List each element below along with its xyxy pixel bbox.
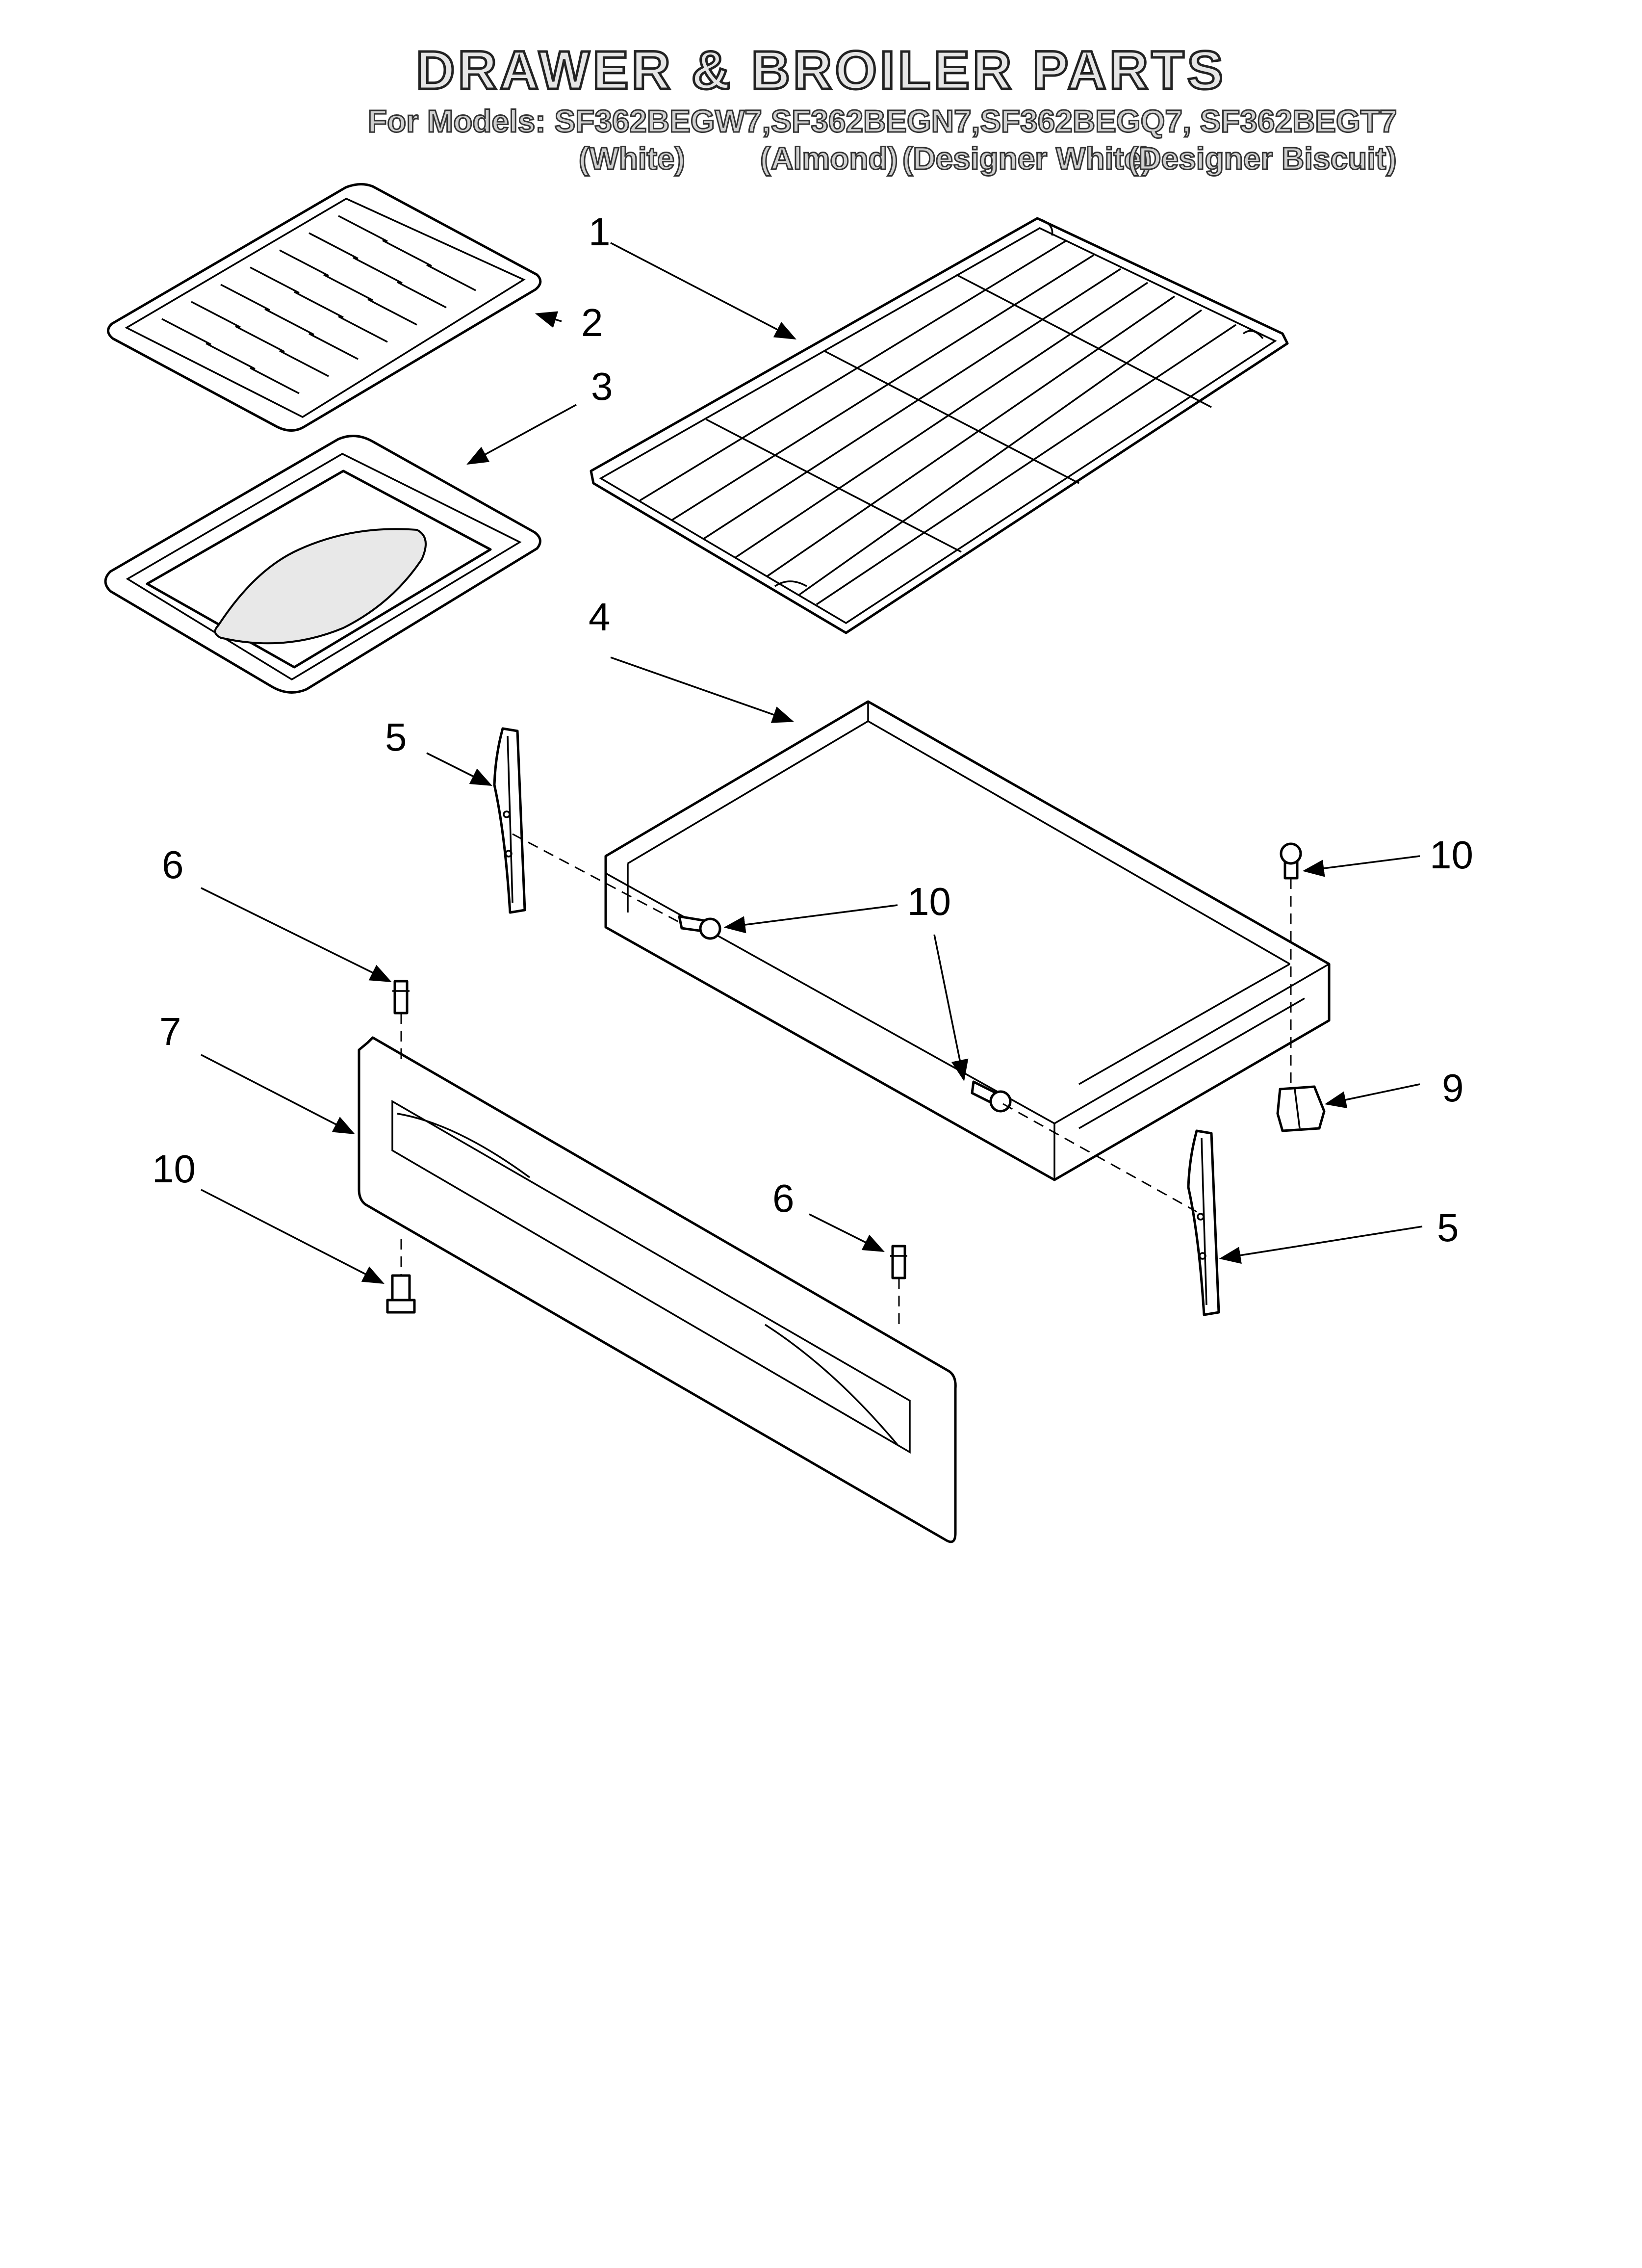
drawer-clip: [1276, 1085, 1326, 1132]
drawer-slide-right: [1187, 1129, 1220, 1316]
callout-2: 2: [581, 301, 603, 344]
page-title: DRAWER & BROILER PARTS: [415, 39, 1226, 102]
callout-3: 3: [591, 365, 613, 408]
color-label-designer-white: (Designer White): [901, 140, 1152, 177]
color-label-white: (White): [578, 140, 686, 177]
drawer-slide-left: [493, 727, 526, 914]
callout-10-right: 10: [1430, 833, 1473, 877]
screw-panel-bottom: [386, 1274, 416, 1314]
broiler-pan: [104, 435, 541, 694]
drawer-front-panel: [358, 1036, 957, 1543]
models-line: For Models: SF362BEGW7,SF362BEGN7,SF362B…: [367, 103, 1397, 140]
screw-drawer-left: [678, 915, 721, 940]
callout-10-center: 10: [907, 880, 951, 923]
callout-5-right: 5: [1437, 1206, 1459, 1250]
page-header: DRAWER & BROILER PARTS For Models: SF362…: [0, 0, 1642, 196]
oven-rack: [590, 217, 1289, 634]
leader-lines: [201, 242, 1423, 1284]
callout-7: 7: [159, 1010, 181, 1053]
screw-drawer-center: [971, 1080, 1012, 1113]
callout-1: 1: [589, 210, 611, 254]
callout-10-left: 10: [152, 1147, 196, 1191]
screw-drawer-right: [1280, 842, 1302, 880]
callout-6-left: 6: [162, 843, 184, 886]
callout-4: 4: [589, 595, 611, 639]
broiler-grid: [107, 183, 542, 432]
color-label-designer-biscuit: (Designer Biscuit): [1128, 140, 1398, 177]
color-label-almond: (Almond): [760, 140, 899, 177]
drawer-body: [604, 700, 1331, 1181]
callout-6-right: 6: [772, 1176, 795, 1220]
stud-right: [890, 1245, 907, 1279]
callout-5-left: 5: [385, 715, 407, 759]
stud-left: [392, 980, 410, 1015]
callout-9: 9: [1442, 1066, 1464, 1110]
